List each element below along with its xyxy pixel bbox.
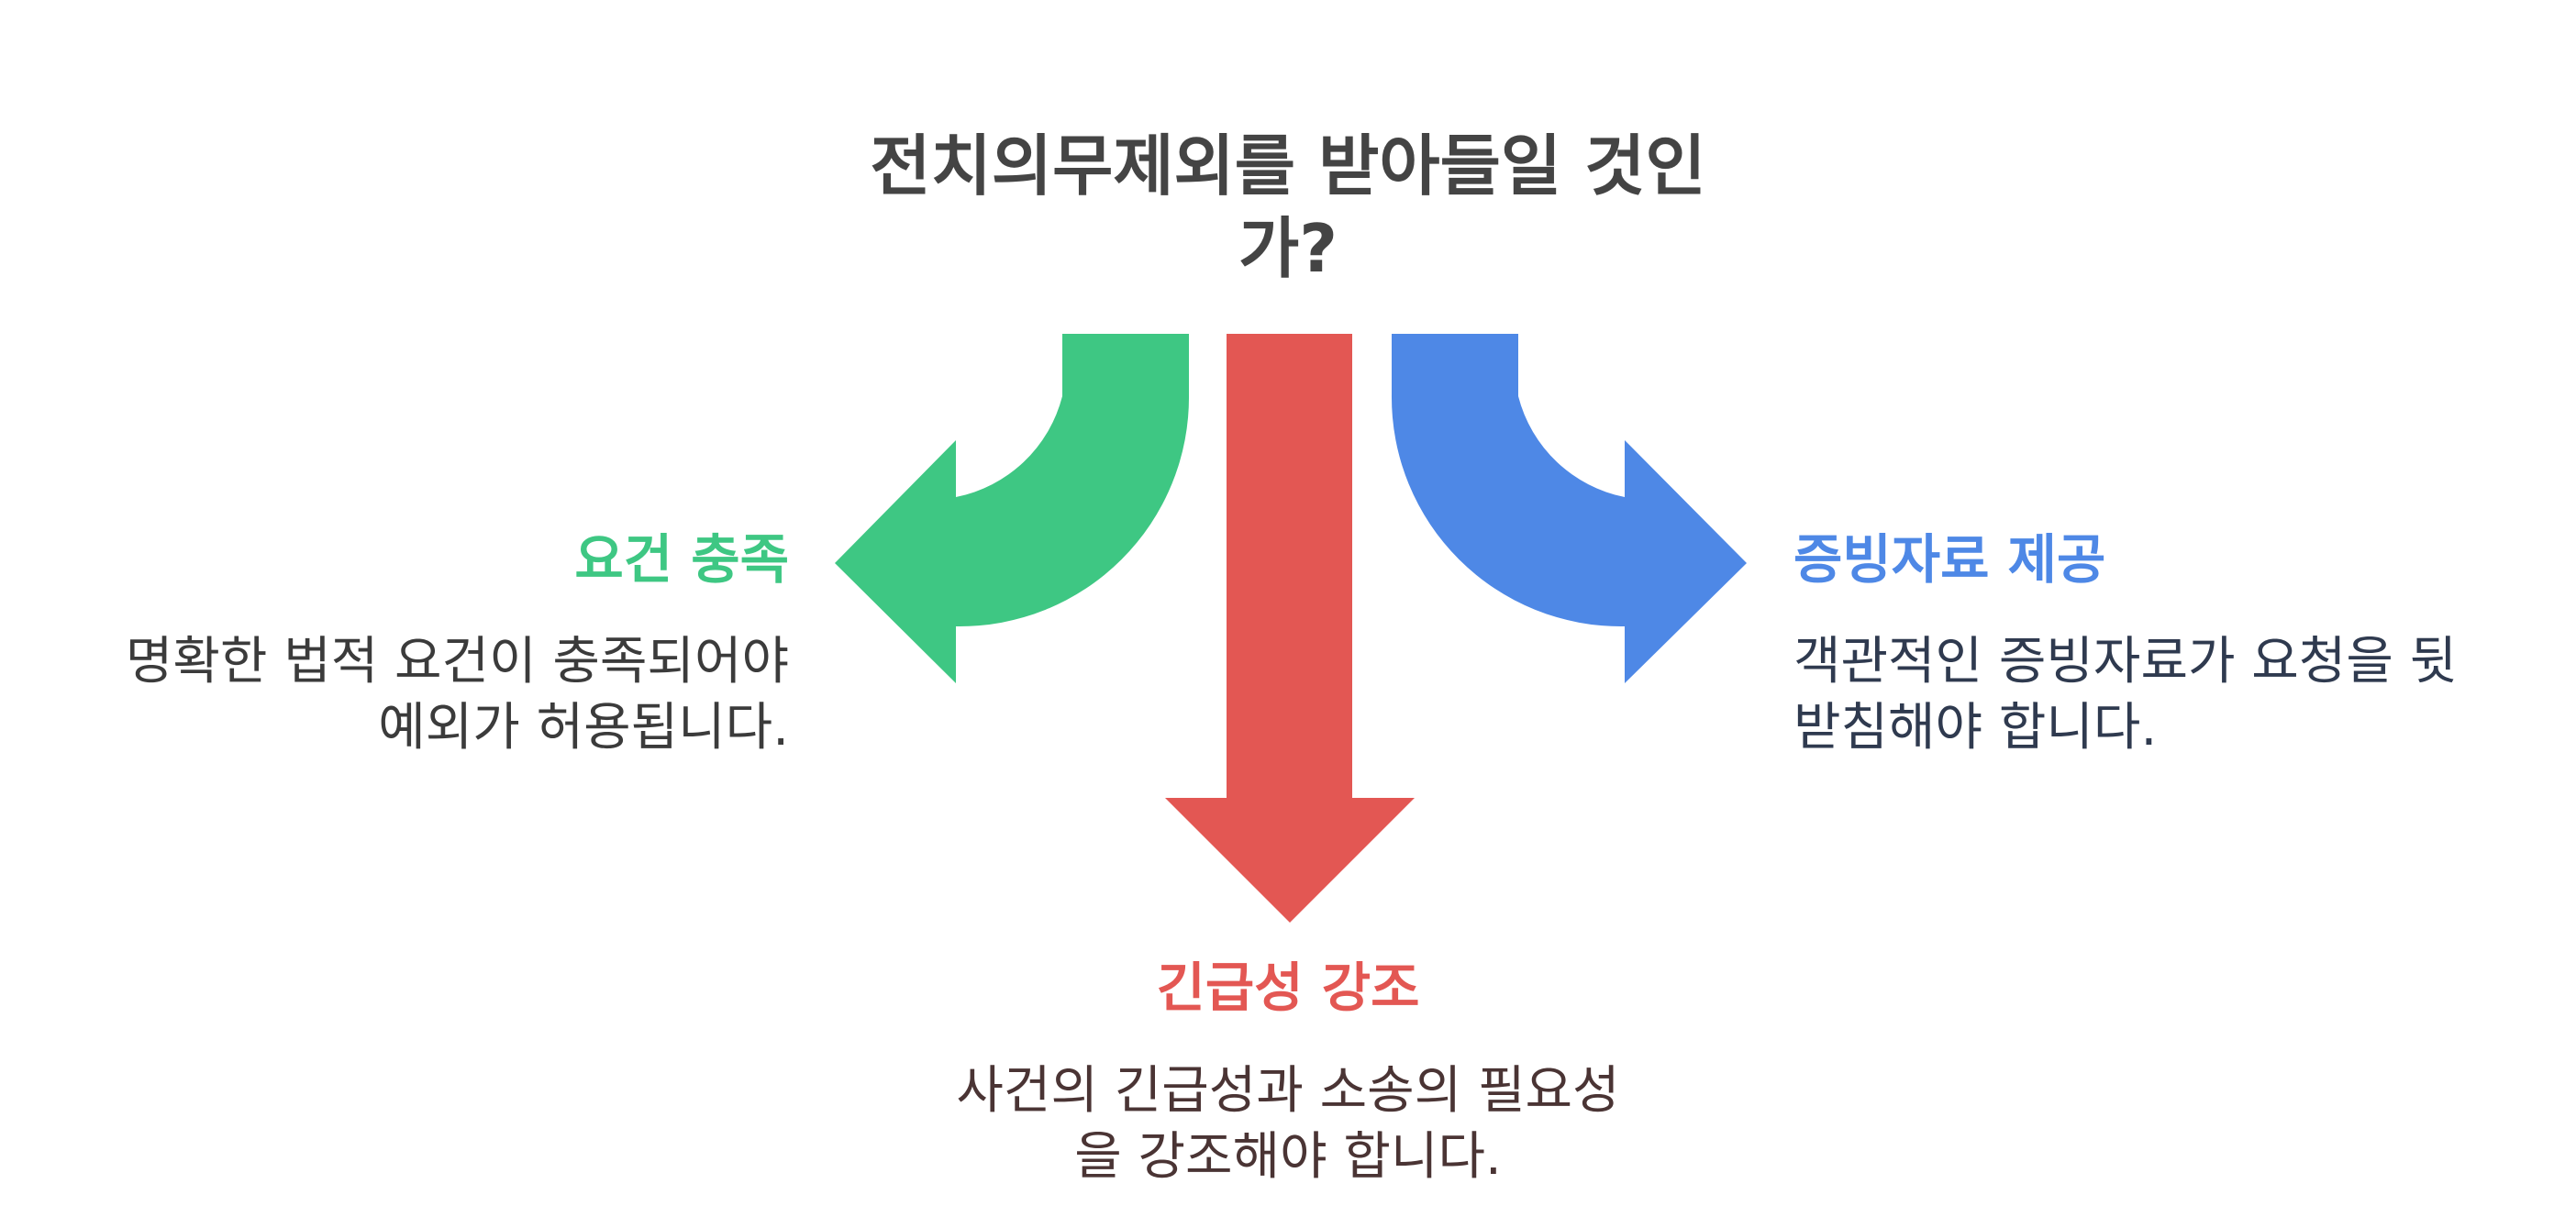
branch-right-description: 객관적인 증빙자료가 요청을 뒷 받침해야 합니다. (1793, 632, 2458, 758)
branch-bottom-title: 긴급성 강조 (1156, 957, 1420, 1019)
diagram-title: 전치의무제외를 받아들일 것인 가? (870, 127, 1706, 287)
branch-right-title: 증빙자료 제공 (1793, 528, 2106, 591)
branch-bottom-description: 사건의 긴급성과 소송의 필요성 을 강조해야 합니다. (956, 1061, 1620, 1187)
arrow-down-red (1165, 334, 1415, 923)
arrow-left-green (835, 334, 1190, 683)
arrow-right-blue (1391, 334, 1747, 683)
branch-left-description: 명확한 법적 요건이 충족되어야 예외가 허용됩니다. (125, 632, 789, 758)
branch-left-title: 요건 충족 (574, 528, 789, 591)
